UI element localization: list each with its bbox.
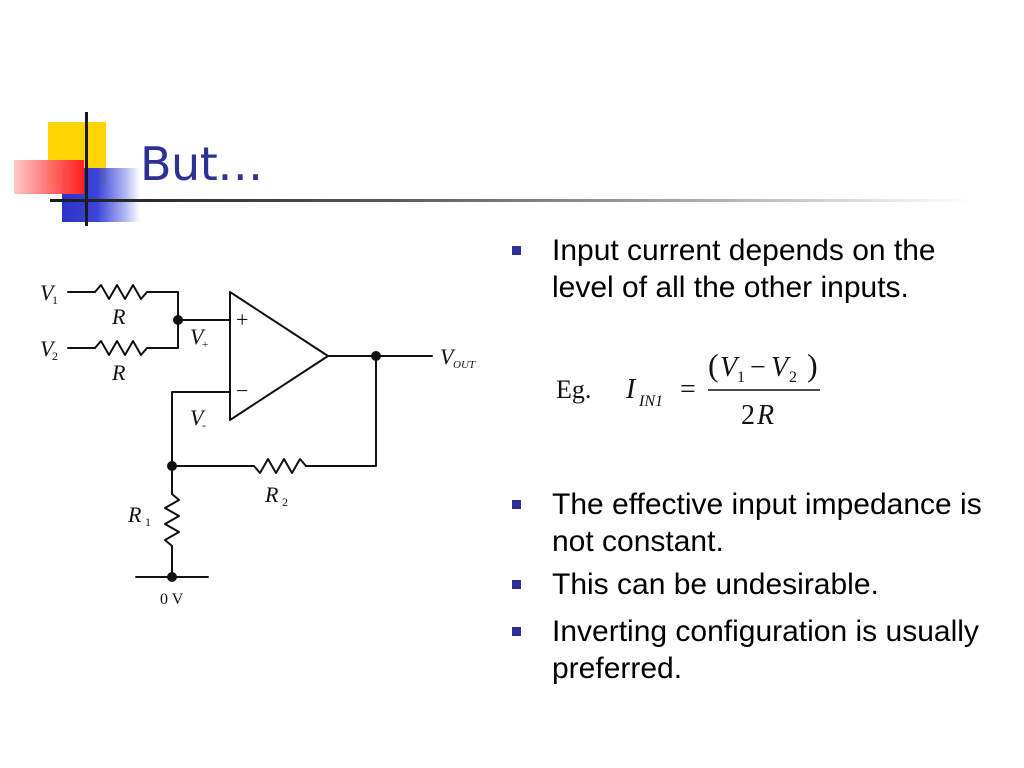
- feedback-junction-dot: [167, 461, 177, 471]
- bullet-text: Inverting configuration is usually prefe…: [552, 615, 979, 685]
- op-amp-symbol: [229, 291, 329, 421]
- numerator-v1-subscript: 1: [737, 369, 745, 386]
- title-underline: [50, 199, 970, 202]
- vminus-subscript: -: [202, 418, 206, 432]
- bullet-square-icon: [512, 627, 521, 636]
- bullet-square-icon: [512, 500, 521, 509]
- r-top-to-node-wire: [146, 291, 179, 321]
- numerator-v2: V: [771, 352, 791, 383]
- r-top-label: R: [111, 304, 126, 329]
- denominator-coefficient: 2: [741, 400, 755, 431]
- numerator-minus: −: [750, 352, 766, 383]
- vminus-label: V: [190, 405, 206, 430]
- v1-subscript: 1: [52, 293, 58, 307]
- resistor-r-top: [94, 284, 148, 300]
- v2-subscript: 2: [52, 349, 58, 363]
- equals-sign: =: [680, 374, 696, 405]
- summing-junction-dot: [173, 315, 183, 325]
- v2-label: V: [40, 336, 56, 361]
- vout-subscript: OUT: [453, 359, 476, 371]
- vplus-label: V: [190, 324, 206, 349]
- r-bottom-label: R: [111, 360, 126, 385]
- r1-subscript: 1: [145, 515, 151, 529]
- bullet-text: Input current depends on the level of al…: [552, 234, 936, 304]
- r-bottom-to-node-wire: [146, 319, 179, 349]
- lhs-subscript: IN1: [638, 393, 663, 410]
- resistor-r1: [164, 493, 180, 547]
- resistor-r2: [253, 458, 307, 474]
- ground-label: 0 V: [160, 591, 184, 608]
- bullet-text: This can be undesirable.: [552, 568, 879, 601]
- resistor-r-bottom: [94, 340, 148, 356]
- lhs-symbol: I: [625, 374, 637, 405]
- bullet-text: The effective input impedance is not con…: [552, 488, 982, 558]
- input-current-equation: Eg. I IN1 = ( V 1 − V 2 ) 2 R: [556, 347, 820, 431]
- slide-title: But…: [140, 137, 263, 191]
- r2-subscript: 2: [282, 495, 288, 509]
- bullet-square-icon: [512, 246, 521, 255]
- numerator-v2-subscript: 2: [789, 369, 797, 386]
- plus-symbol: +: [236, 307, 248, 332]
- feedback-wire-right: [305, 355, 377, 467]
- ground-junction-dot: [167, 572, 177, 582]
- vout-label: V: [440, 344, 456, 369]
- r1-label: R: [127, 502, 142, 527]
- minus-symbol: −: [236, 378, 248, 403]
- bullet-square-icon: [512, 580, 521, 589]
- decor-red-bar: [14, 160, 84, 194]
- non-inverting-summing-amplifier-diagram: V 1 R V 2 R + − V + V - V OUT R 2 R 1 0 …: [40, 280, 476, 608]
- numerator-open-paren: (: [708, 347, 719, 383]
- numerator-close-paren: ): [807, 347, 818, 383]
- inverting-input-wire: [171, 391, 231, 467]
- vplus-subscript: +: [202, 339, 208, 351]
- output-junction-dot: [371, 351, 381, 361]
- v1-label: V: [40, 280, 56, 305]
- r2-label: R: [264, 482, 279, 507]
- decor-vertical-line: [85, 112, 88, 226]
- denominator-symbol: R: [756, 400, 774, 431]
- numerator-v1: V: [720, 352, 740, 383]
- equation-prefix: Eg.: [556, 375, 591, 404]
